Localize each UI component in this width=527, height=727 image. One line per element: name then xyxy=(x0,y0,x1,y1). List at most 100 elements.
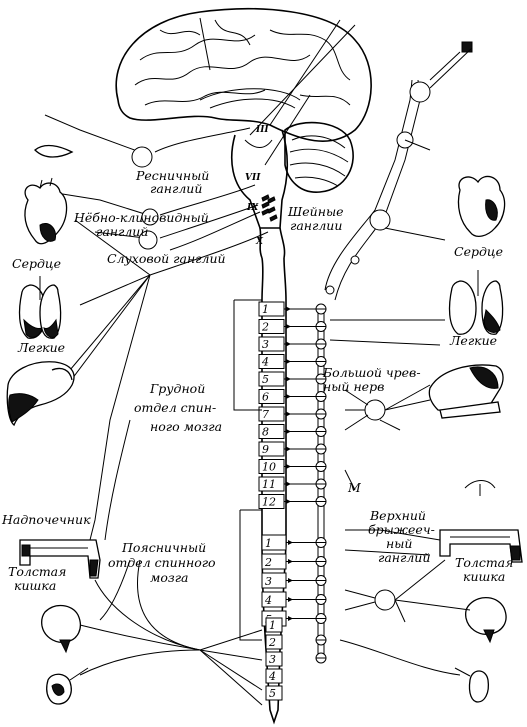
sacral-segment-number: 5 xyxy=(269,687,276,700)
cranial-nerve-IX-label: IX xyxy=(246,203,259,213)
cranial-nerve-X-label: X xyxy=(255,237,264,247)
lumbar-cord-label-line2: отдел спинного xyxy=(108,555,216,570)
brain-illustration xyxy=(115,8,372,259)
sacral-segment-number: 4 xyxy=(268,670,276,683)
thoracic-cord-label-line1: Грудной xyxy=(149,381,205,396)
lumbar-arrowhead xyxy=(288,540,293,545)
vagal-fibers-thoracic xyxy=(104,419,131,541)
left-colon-illustration xyxy=(19,539,101,579)
thoracic-segment-number: 4 xyxy=(261,356,269,369)
thoracic-segment-number: 11 xyxy=(262,478,276,491)
left-genital-illustration xyxy=(46,667,89,705)
colon-right-label-line2: кишка xyxy=(463,569,505,584)
spinal-cord xyxy=(261,257,287,725)
preganglionic-left-brackets xyxy=(79,299,263,706)
mesenteric-ganglion-label-line1: Верхний xyxy=(369,508,426,523)
lumbar-arrowhead xyxy=(288,597,293,602)
left-heart-illustration xyxy=(24,177,68,245)
sacral-segment-number: 2 xyxy=(268,636,276,649)
pterygopalatine-ganglion-label-line1: Нёбно-клиновидный xyxy=(73,210,209,225)
cranial-parasympathetic-fibers xyxy=(34,17,356,541)
thoracic-segment-number: 5 xyxy=(262,373,269,386)
thoracic-arrowhead xyxy=(286,411,291,417)
spinal-segments: 1234567891011121234512345 xyxy=(258,301,321,701)
thoracic-arrowhead xyxy=(286,341,291,347)
lumbar-segment-number: 4 xyxy=(264,594,272,607)
cranial-nerve-VII-label: VII xyxy=(245,173,261,183)
sacral-segment-number: 3 xyxy=(269,653,276,666)
lumbar-segment-number: 1 xyxy=(265,537,272,550)
right-colon-illustration xyxy=(439,529,523,563)
thoracic-segment-number: 2 xyxy=(261,321,269,334)
sacral-segment-box xyxy=(265,617,283,633)
thoracic-segment-number: 7 xyxy=(262,408,269,421)
lumbar-cord-label-line1: Поясничный xyxy=(121,540,206,555)
thoracic-segment-number: 3 xyxy=(262,338,269,351)
right-heart-illustration xyxy=(457,175,506,238)
lumbar-segment-number: 2 xyxy=(264,556,272,569)
thoracic-segment-number: 10 xyxy=(262,461,276,474)
thoracic-arrowhead xyxy=(286,429,291,434)
left-bladder-illustration xyxy=(40,604,81,654)
thoracic-cord-label-line3: ного мозга xyxy=(150,419,222,434)
lumbar-segment-number: 3 xyxy=(265,575,272,588)
thoracic-arrowhead xyxy=(286,464,291,469)
otic-ganglion xyxy=(138,230,158,250)
thoracic-segment-number: 12 xyxy=(262,496,276,509)
lungs-right-label: Легкие xyxy=(449,333,497,348)
pterygopalatine-ganglion xyxy=(141,208,159,226)
cervical-sympathetic-path xyxy=(324,51,461,346)
mesenteric-ganglion-label-line3: ный xyxy=(386,536,412,551)
prevertebral-ganglia xyxy=(339,384,471,676)
lumbar-arrowhead xyxy=(288,578,293,583)
lumbar-cord-label-line3: мозга xyxy=(150,570,188,585)
colon-left-label-line1: Толстая xyxy=(8,564,66,579)
thoracic-arrowhead xyxy=(286,446,291,452)
ciliary-ganglion xyxy=(131,146,153,168)
thoracic-segment-number: 9 xyxy=(262,443,269,456)
thoracic-arrowhead xyxy=(286,481,291,487)
sympathetic-chain-ganglia xyxy=(315,303,327,664)
otic-ganglion-label: Слуховой ганглий xyxy=(107,251,226,266)
pterygopalatine-ganglion-label-line2: ганглий xyxy=(96,224,148,239)
cervical-ganglia-marks xyxy=(261,194,278,222)
right-bladder-illustration xyxy=(464,597,507,644)
mesenteric-ganglion-label-line4: ганглий xyxy=(378,550,430,565)
lumbar-arrowhead xyxy=(288,616,293,621)
thoracic-arrowhead xyxy=(286,499,291,504)
cervical-ganglia-label-line1: Шейные xyxy=(287,204,344,219)
adrenal-label: Надпочечник xyxy=(1,512,91,527)
thoracic-segment-number: 6 xyxy=(262,391,269,404)
sacral-segment-number: 1 xyxy=(269,619,276,632)
letter-m-label: M xyxy=(347,480,362,495)
cervical-ganglia-label-line2: ганглии xyxy=(290,218,342,233)
lungs-left-label: Легкие xyxy=(17,340,65,355)
right-small-organ-illustration xyxy=(464,480,496,496)
colon-right-label-line1: Толстая xyxy=(455,555,513,570)
thoracic-arrowhead xyxy=(286,306,291,312)
heart-left-label: Сердце xyxy=(12,256,61,271)
sacral-segment-box xyxy=(265,651,283,667)
ciliary-ganglion-label-line1: Ресничный xyxy=(135,168,209,183)
mesenteric-ganglion-label-line2: брыжееч- xyxy=(368,522,435,537)
right-stomach-illustration xyxy=(428,364,504,419)
splanchnic-nerve-label-line2: ный нерв xyxy=(323,379,384,394)
sacral-segment-box xyxy=(265,685,283,701)
cranial-nerve-III-label: III xyxy=(255,125,269,135)
colon-left-label-line2: кишка xyxy=(14,578,56,593)
right-genital-illustration xyxy=(454,667,490,703)
sacral-segment-box xyxy=(265,668,283,684)
heart-right-label: Сердце xyxy=(454,244,503,259)
thoracic-arrowhead xyxy=(286,394,291,399)
right-eye-illustration xyxy=(429,41,473,89)
ciliary-ganglion-label-line2: ганглий xyxy=(150,181,202,196)
lumbar-arrowhead xyxy=(288,559,293,564)
thoracic-arrowhead xyxy=(286,376,291,382)
right-lungs-illustration xyxy=(448,270,504,335)
left-stomach-illustration xyxy=(6,361,75,427)
splanchnic-nerve-label-line1: Большой чрев- xyxy=(322,365,421,380)
thoracic-segment-number: 8 xyxy=(262,426,269,439)
thoracic-cord-label-line2: отдел спин- xyxy=(134,400,216,415)
thoracic-segment-number: 1 xyxy=(262,303,269,316)
